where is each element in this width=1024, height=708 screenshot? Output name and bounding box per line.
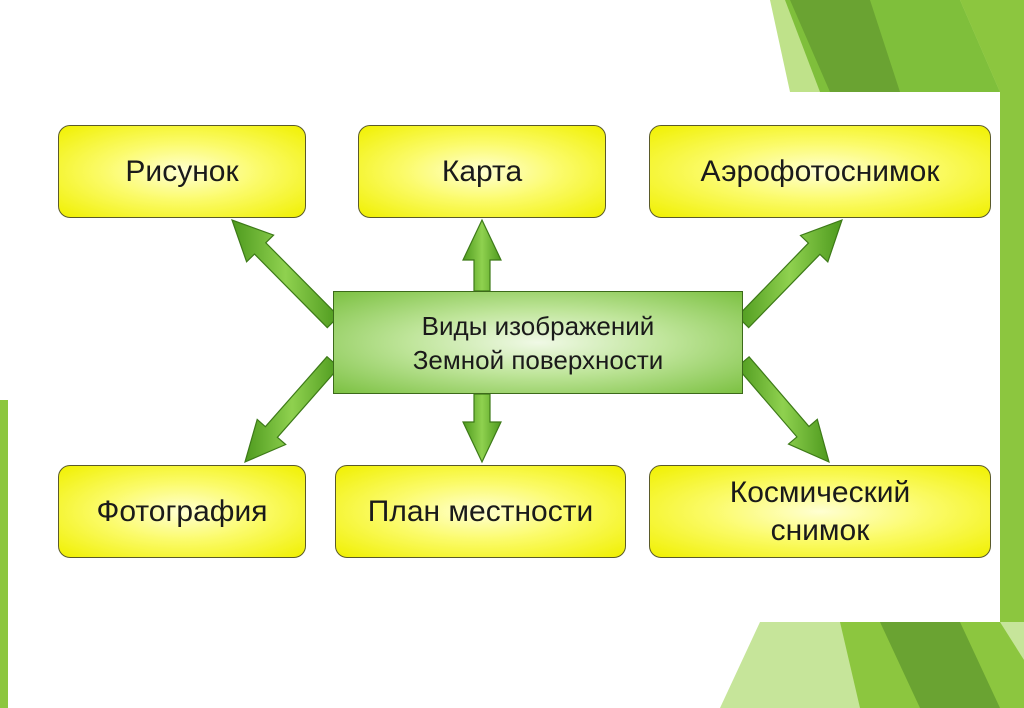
decor-top-right-edge [960, 0, 1024, 92]
decor-bottom-right-dark [880, 622, 1000, 708]
node-map: Карта [358, 125, 606, 218]
node-drawing-label: Рисунок [125, 154, 239, 188]
node-photo-label: Фотография [96, 494, 268, 528]
node-photo: Фотография [58, 465, 306, 558]
decor-top-right-dark [790, 0, 900, 92]
arrow-to-terrain-plan [462, 393, 502, 464]
node-space-image: Космический снимок [649, 465, 991, 558]
node-drawing: Рисунок [58, 125, 306, 218]
node-terrain-plan-label: План местности [367, 494, 594, 528]
node-space-image-label: Космический снимок [729, 475, 911, 547]
node-map-label: Карта [441, 154, 523, 188]
arrow-to-photo [244, 355, 340, 464]
arrow-to-drawing [231, 219, 340, 329]
node-aerial-photo: Аэрофотоснимок [649, 125, 991, 218]
center-node-label: Виды изображений Земной поверхности [412, 310, 664, 375]
decor-left-strip [0, 400, 8, 708]
decor-right-strip [1000, 92, 1024, 622]
arrow-to-aerial-photo [736, 218, 843, 329]
arrow-to-space-image [736, 355, 830, 464]
arrow-to-map [462, 218, 502, 292]
center-node: Виды изображений Земной поверхности [333, 291, 743, 394]
node-aerial-photo-label: Аэрофотоснимок [700, 154, 940, 188]
node-terrain-plan: План местности [335, 465, 626, 558]
